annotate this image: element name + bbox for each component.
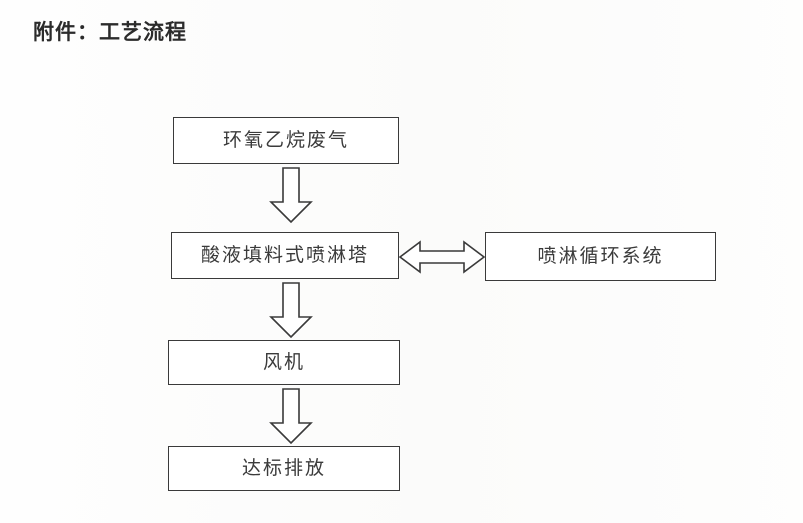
arrow-bidirectional-polygon: [398, 240, 486, 274]
flow-node-circulation-system[interactable]: 喷淋循环系统: [485, 232, 716, 281]
flow-node-spray-tower[interactable]: 酸液填料式喷淋塔: [171, 232, 399, 279]
flow-node-waste-gas[interactable]: 环氧乙烷废气: [173, 117, 399, 164]
flow-node-label: 风机: [262, 351, 305, 373]
arrow-down-polygon: [269, 388, 313, 445]
flow-node-discharge[interactable]: 达标排放: [168, 446, 400, 491]
flow-node-label: 达标排放: [241, 457, 326, 479]
arrow-down-polygon: [269, 282, 313, 339]
flow-node-fan[interactable]: 风机: [168, 340, 400, 385]
arrow-down-block-icon: [268, 281, 314, 339]
flow-node-label: 酸液填料式喷淋塔: [200, 244, 369, 266]
arrow-down-block-icon: [268, 166, 314, 224]
flow-node-label: 环氧乙烷废气: [222, 129, 349, 151]
arrow-down-block-icon: [268, 387, 314, 445]
flow-node-label: 喷淋循环系统: [537, 245, 664, 267]
page-title: 附件：工艺流程: [33, 19, 187, 44]
arrow-down-polygon: [269, 167, 313, 224]
arrow-left-right-block-icon: [398, 239, 486, 275]
